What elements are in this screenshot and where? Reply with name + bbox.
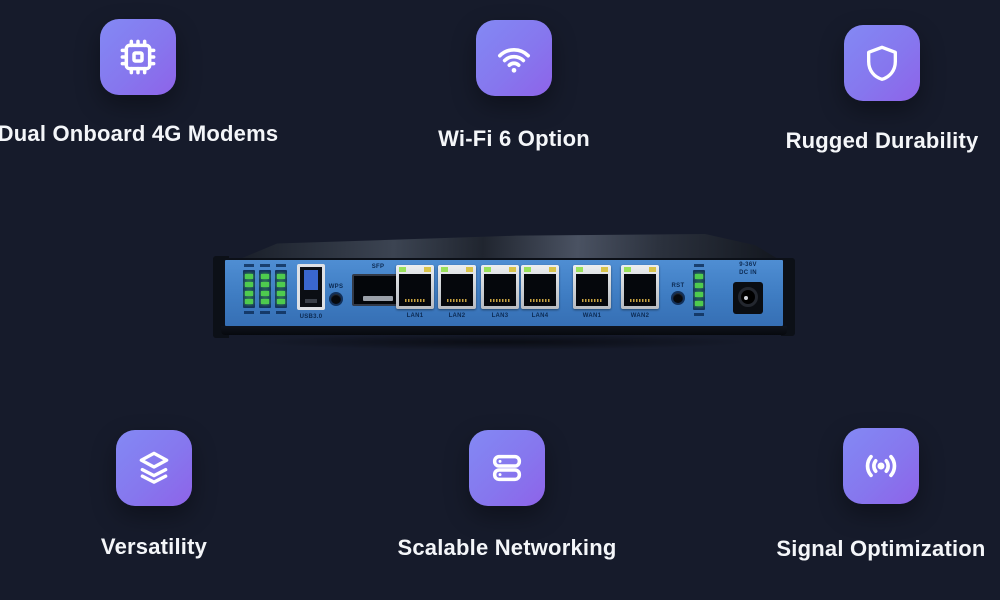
port-label: WAN1 — [582, 313, 602, 319]
dc-power-jack — [733, 282, 763, 314]
sfp-port — [352, 274, 404, 306]
feature-label: Wi-Fi 6 Option — [438, 126, 590, 151]
ethernet-port-lan1 — [396, 265, 434, 309]
wifi-icon — [498, 48, 530, 73]
server-icon — [492, 454, 522, 482]
ethernet-port-lan4 — [521, 265, 559, 309]
status-led-bank-3 — [275, 264, 287, 314]
sfp-latch — [363, 296, 393, 301]
ethernet-port-wan2 — [621, 265, 659, 309]
usb-slot — [305, 299, 317, 303]
feature-scalable-networking: Scalable Networking — [398, 430, 616, 560]
status-led-bank-4 — [693, 264, 705, 316]
feature-label: Scalable Networking — [397, 535, 617, 560]
rst-label: RST — [671, 283, 685, 289]
shield-icon — [867, 45, 897, 82]
router-image: USB3.0 WPS SFP LAN1 LAN2 LAN3 LAN4 WAN1 — [213, 234, 795, 350]
feature-tile — [843, 428, 919, 504]
port-label: LAN1 — [406, 313, 424, 319]
ethernet-port-lan2 — [438, 265, 476, 309]
feature-durability: Rugged Durability — [786, 25, 978, 153]
ethernet-port-wan1 — [573, 265, 611, 309]
wps-button — [331, 294, 341, 304]
dc-jack-barrel — [738, 287, 758, 307]
reset-button — [673, 293, 683, 303]
sfp-label: SFP — [371, 264, 385, 270]
dc-jack-pin — [744, 296, 748, 300]
feature-signal-optimization: Signal Optimization — [776, 428, 985, 561]
ethernet-port-lan3 — [481, 265, 519, 309]
feature-tile — [100, 19, 176, 95]
status-led-bank-2 — [259, 264, 271, 314]
usb-port — [297, 264, 325, 310]
usb-tongue — [304, 270, 318, 290]
power-label-line2: DC IN — [739, 270, 757, 276]
feature-label: Dual Onboard 4G Modems — [0, 121, 279, 146]
port-label: WAN2 — [630, 313, 650, 319]
layers-icon — [139, 451, 169, 484]
usb-label: USB3.0 — [299, 314, 323, 320]
power-label-line1: 9-36V — [739, 262, 757, 268]
feature-dual-modems: Dual Onboard 4G Modems — [0, 19, 278, 146]
feature-wifi6: Wi-Fi 6 Option — [438, 20, 590, 151]
feature-versatility: Versatility — [101, 430, 207, 559]
device-chassis-bottom — [221, 326, 787, 335]
wps-label: WPS — [328, 284, 344, 290]
port-label: LAN3 — [491, 313, 509, 319]
feature-tile — [469, 430, 545, 506]
status-led-bank-1 — [243, 264, 255, 314]
feature-tile — [844, 25, 920, 101]
port-label: LAN2 — [448, 313, 466, 319]
chip-icon — [120, 39, 156, 75]
feature-label: Signal Optimization — [776, 536, 986, 561]
feature-label: Rugged Durability — [785, 128, 979, 153]
feature-tile — [476, 20, 552, 96]
device-shadow — [253, 334, 753, 350]
port-label: LAN4 — [531, 313, 549, 319]
feature-label: Versatility — [100, 534, 208, 559]
signal-icon — [865, 454, 897, 478]
feature-tile — [116, 430, 192, 506]
